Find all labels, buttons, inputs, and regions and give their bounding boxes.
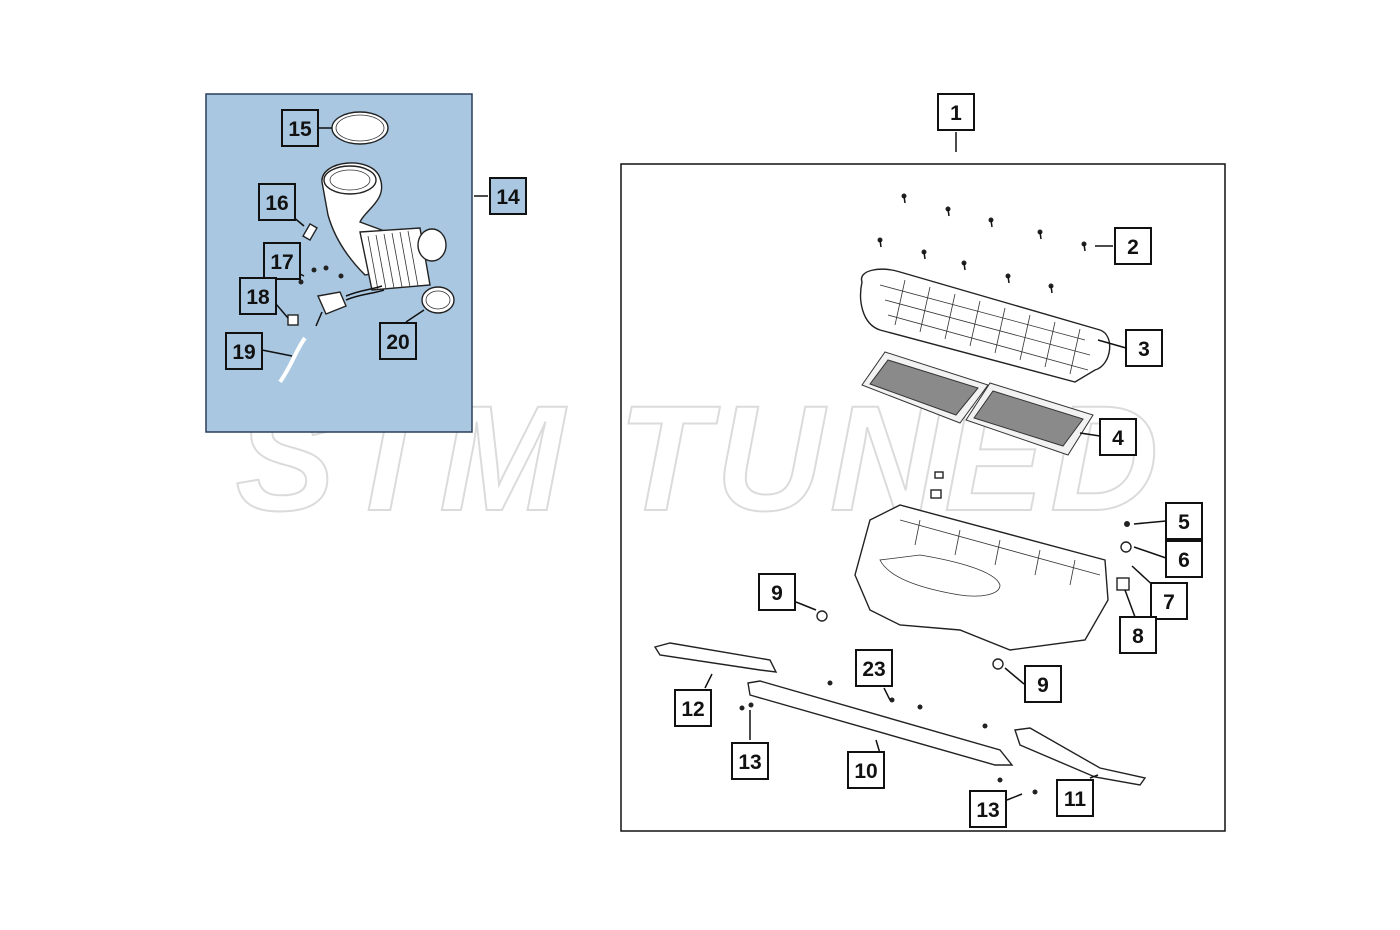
- callout-9-right: 9: [1024, 665, 1062, 703]
- air-inlet-hose-assembly: [278, 111, 455, 384]
- callout-9-left: 9: [758, 573, 796, 611]
- callout-13-left: 13: [731, 742, 769, 780]
- callout-2-label: 2: [1127, 236, 1139, 259]
- callout-4-label: 4: [1112, 427, 1124, 450]
- callout-12: 12: [674, 689, 712, 727]
- airbox-cover-drawing: [859, 268, 1111, 383]
- small-hardware-drawing: [816, 521, 1132, 670]
- callout-5: 5: [1165, 502, 1203, 540]
- callout-7-label: 7: [1163, 591, 1175, 614]
- callout-9-left-label: 9: [771, 582, 783, 605]
- callout-11-label: 11: [1064, 788, 1087, 811]
- callout-13-right-label: 13: [976, 799, 999, 822]
- callout-2: 2: [1114, 227, 1152, 265]
- callout-18-label: 18: [246, 286, 270, 309]
- callout-8: 8: [1119, 616, 1157, 654]
- callout-1-label: 1: [950, 102, 962, 125]
- callout-12-label: 12: [681, 698, 704, 721]
- callout-1: 1: [937, 93, 975, 131]
- mounting-rails-drawing: [653, 642, 1147, 795]
- callout-15: 15: [281, 109, 319, 147]
- callout-14-label: 14: [496, 186, 520, 209]
- callout-5-label: 5: [1178, 511, 1190, 534]
- callout-19: 19: [225, 332, 263, 370]
- callout-17: 17: [263, 242, 301, 280]
- callout-6: 6: [1165, 540, 1203, 578]
- callout-13-left-label: 13: [738, 751, 761, 774]
- callout-11: 11: [1056, 779, 1094, 817]
- callout-8-label: 8: [1132, 625, 1144, 648]
- airbox-lower-housing-drawing: [854, 471, 1109, 651]
- callout-7: 7: [1150, 582, 1188, 620]
- bellows-drawing: [359, 227, 447, 291]
- callout-6-label: 6: [1178, 549, 1190, 572]
- main-assembly-frame: [620, 163, 1226, 832]
- callout-9-right-label: 9: [1037, 674, 1049, 697]
- callout-19-label: 19: [232, 341, 255, 364]
- callout-20-label: 20: [386, 331, 409, 354]
- callout-20: 20: [379, 322, 417, 360]
- screws-drawing: [877, 193, 1087, 294]
- callout-17-label: 17: [270, 251, 293, 274]
- callout-4: 4: [1099, 418, 1137, 456]
- callout-13-right: 13: [969, 790, 1007, 828]
- callout-23-label: 23: [862, 658, 885, 681]
- callout-14: 14: [489, 177, 527, 215]
- callout-3-label: 3: [1138, 338, 1150, 361]
- callout-23: 23: [855, 649, 893, 687]
- callout-18: 18: [239, 277, 277, 315]
- callout-3: 3: [1125, 329, 1163, 367]
- callout-16-label: 16: [265, 192, 288, 215]
- callout-16: 16: [258, 183, 296, 221]
- callout-15-label: 15: [288, 118, 312, 141]
- subassembly-highlight-panel: [205, 93, 473, 433]
- callout-10-label: 10: [854, 760, 877, 783]
- air-filters-drawing: [861, 351, 1094, 456]
- callout-10: 10: [847, 751, 885, 789]
- clamp-15-drawing: [331, 111, 389, 145]
